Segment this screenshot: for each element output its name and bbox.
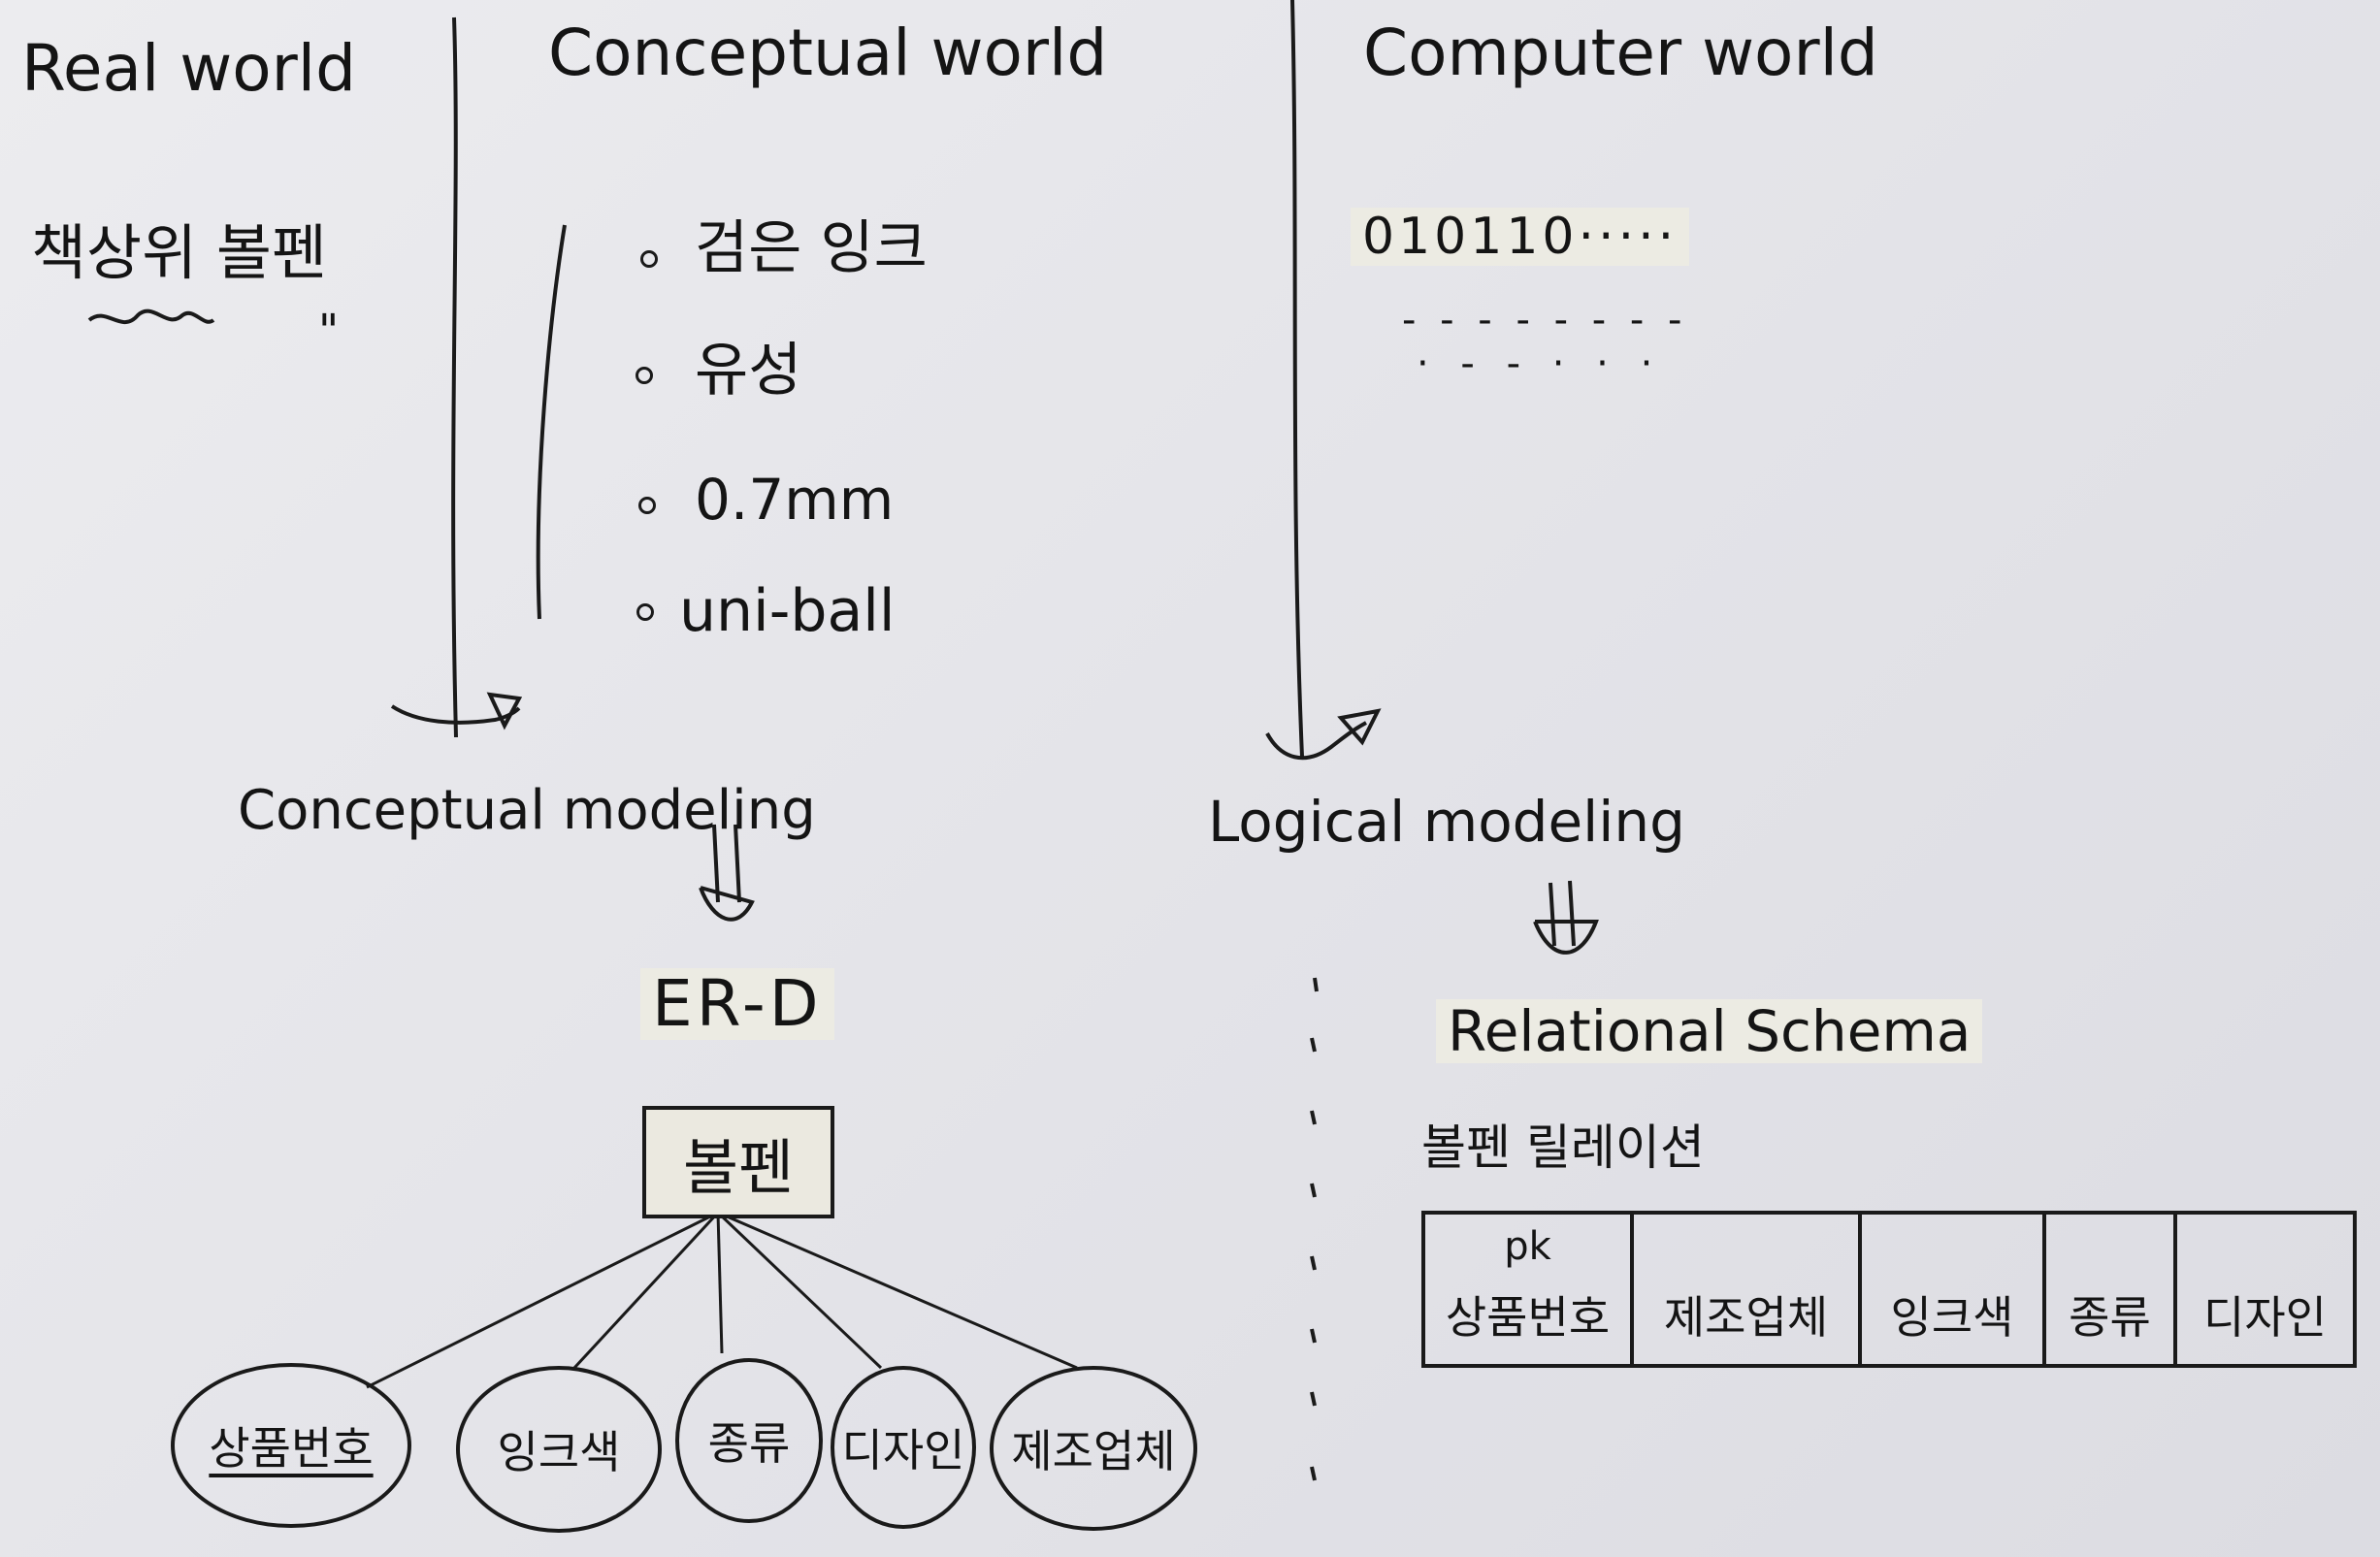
erd-label: ER-D	[640, 968, 834, 1040]
bullet-icon	[636, 603, 654, 621]
bullet-icon	[636, 367, 653, 384]
attribute-oval-pk: 상품번호	[171, 1363, 411, 1528]
entity-attribute-connectors	[366, 1211, 1078, 1389]
attribute-oval: 잉크색	[456, 1366, 662, 1533]
arrow-to-logical-modeling	[1265, 721, 1367, 761]
relation-table: pk 상품번호 제조업체 잉크색 종류 디자인	[1421, 1211, 2357, 1368]
property-item: 0.7mm	[695, 467, 895, 533]
relation-name: 볼펜 릴레이션	[1421, 1119, 1705, 1176]
table-row: pk 상품번호 제조업체 잉크색 종류 디자인	[1421, 1211, 2357, 1368]
column-name: 종류	[2069, 1291, 2151, 1344]
header-computer-world: Computer world	[1363, 16, 1878, 90]
table-cell: 디자인	[2173, 1211, 2357, 1368]
attribute-name: 제조업체	[1011, 1425, 1176, 1477]
attribute-name: 상품번호	[209, 1422, 374, 1475]
down-arrow-er	[699, 824, 755, 922]
table-cell-pk: pk 상품번호	[1421, 1211, 1634, 1368]
column-name: 디자인	[2203, 1291, 2327, 1344]
relational-schema-label: Relational Schema	[1436, 999, 1983, 1063]
binary-data: 010110·····	[1351, 208, 1690, 266]
logical-modeling-label: Logical modeling	[1208, 789, 1685, 855]
divider-conceptual-computer	[1290, 0, 1304, 758]
attribute-name: 잉크색	[497, 1426, 621, 1478]
column-name: 상품번호	[1445, 1291, 1611, 1344]
pk-marker: pk	[1504, 1224, 1551, 1269]
divider-real-conceptual	[451, 16, 458, 738]
binary-continuation-1: - - - - - - - -	[1402, 298, 1688, 342]
bullet-icon	[640, 250, 658, 268]
ditto-mark: "	[318, 305, 340, 357]
attribute-oval: 제조업체	[990, 1366, 1197, 1531]
column-name: 잉크색	[1890, 1291, 2014, 1344]
binary-continuation-2: · - - · · ·	[1417, 341, 1663, 386]
object-underline-squiggle	[87, 308, 215, 325]
dashed-divider-bottom	[1310, 977, 1319, 1481]
attribute-name: 디자인	[841, 1424, 965, 1476]
entity-box: 볼펜	[642, 1106, 834, 1218]
property-bracket	[536, 224, 567, 620]
entity-name: 볼펜	[682, 1132, 795, 1203]
table-cell: 종류	[2042, 1211, 2177, 1368]
header-conceptual-world: Conceptual world	[548, 16, 1108, 90]
real-world-object: 책상위 볼펜	[31, 217, 327, 288]
column-name: 제조업체	[1663, 1291, 1829, 1344]
attribute-oval: 디자인	[831, 1366, 976, 1529]
property-item: 유성	[695, 337, 802, 405]
bullet-icon	[638, 497, 656, 514]
property-item: 검은 잉크	[695, 214, 928, 282]
conceptual-modeling-label: Conceptual modeling	[238, 779, 816, 842]
table-cell: 잉크색	[1858, 1211, 2046, 1368]
attribute-name: 종류	[707, 1417, 791, 1470]
header-real-world: Real world	[21, 31, 356, 106]
down-arrow-schema	[1533, 880, 1599, 955]
property-item: uni-ball	[679, 577, 896, 645]
table-cell: 제조업체	[1630, 1211, 1862, 1368]
attribute-oval: 종류	[675, 1358, 823, 1523]
